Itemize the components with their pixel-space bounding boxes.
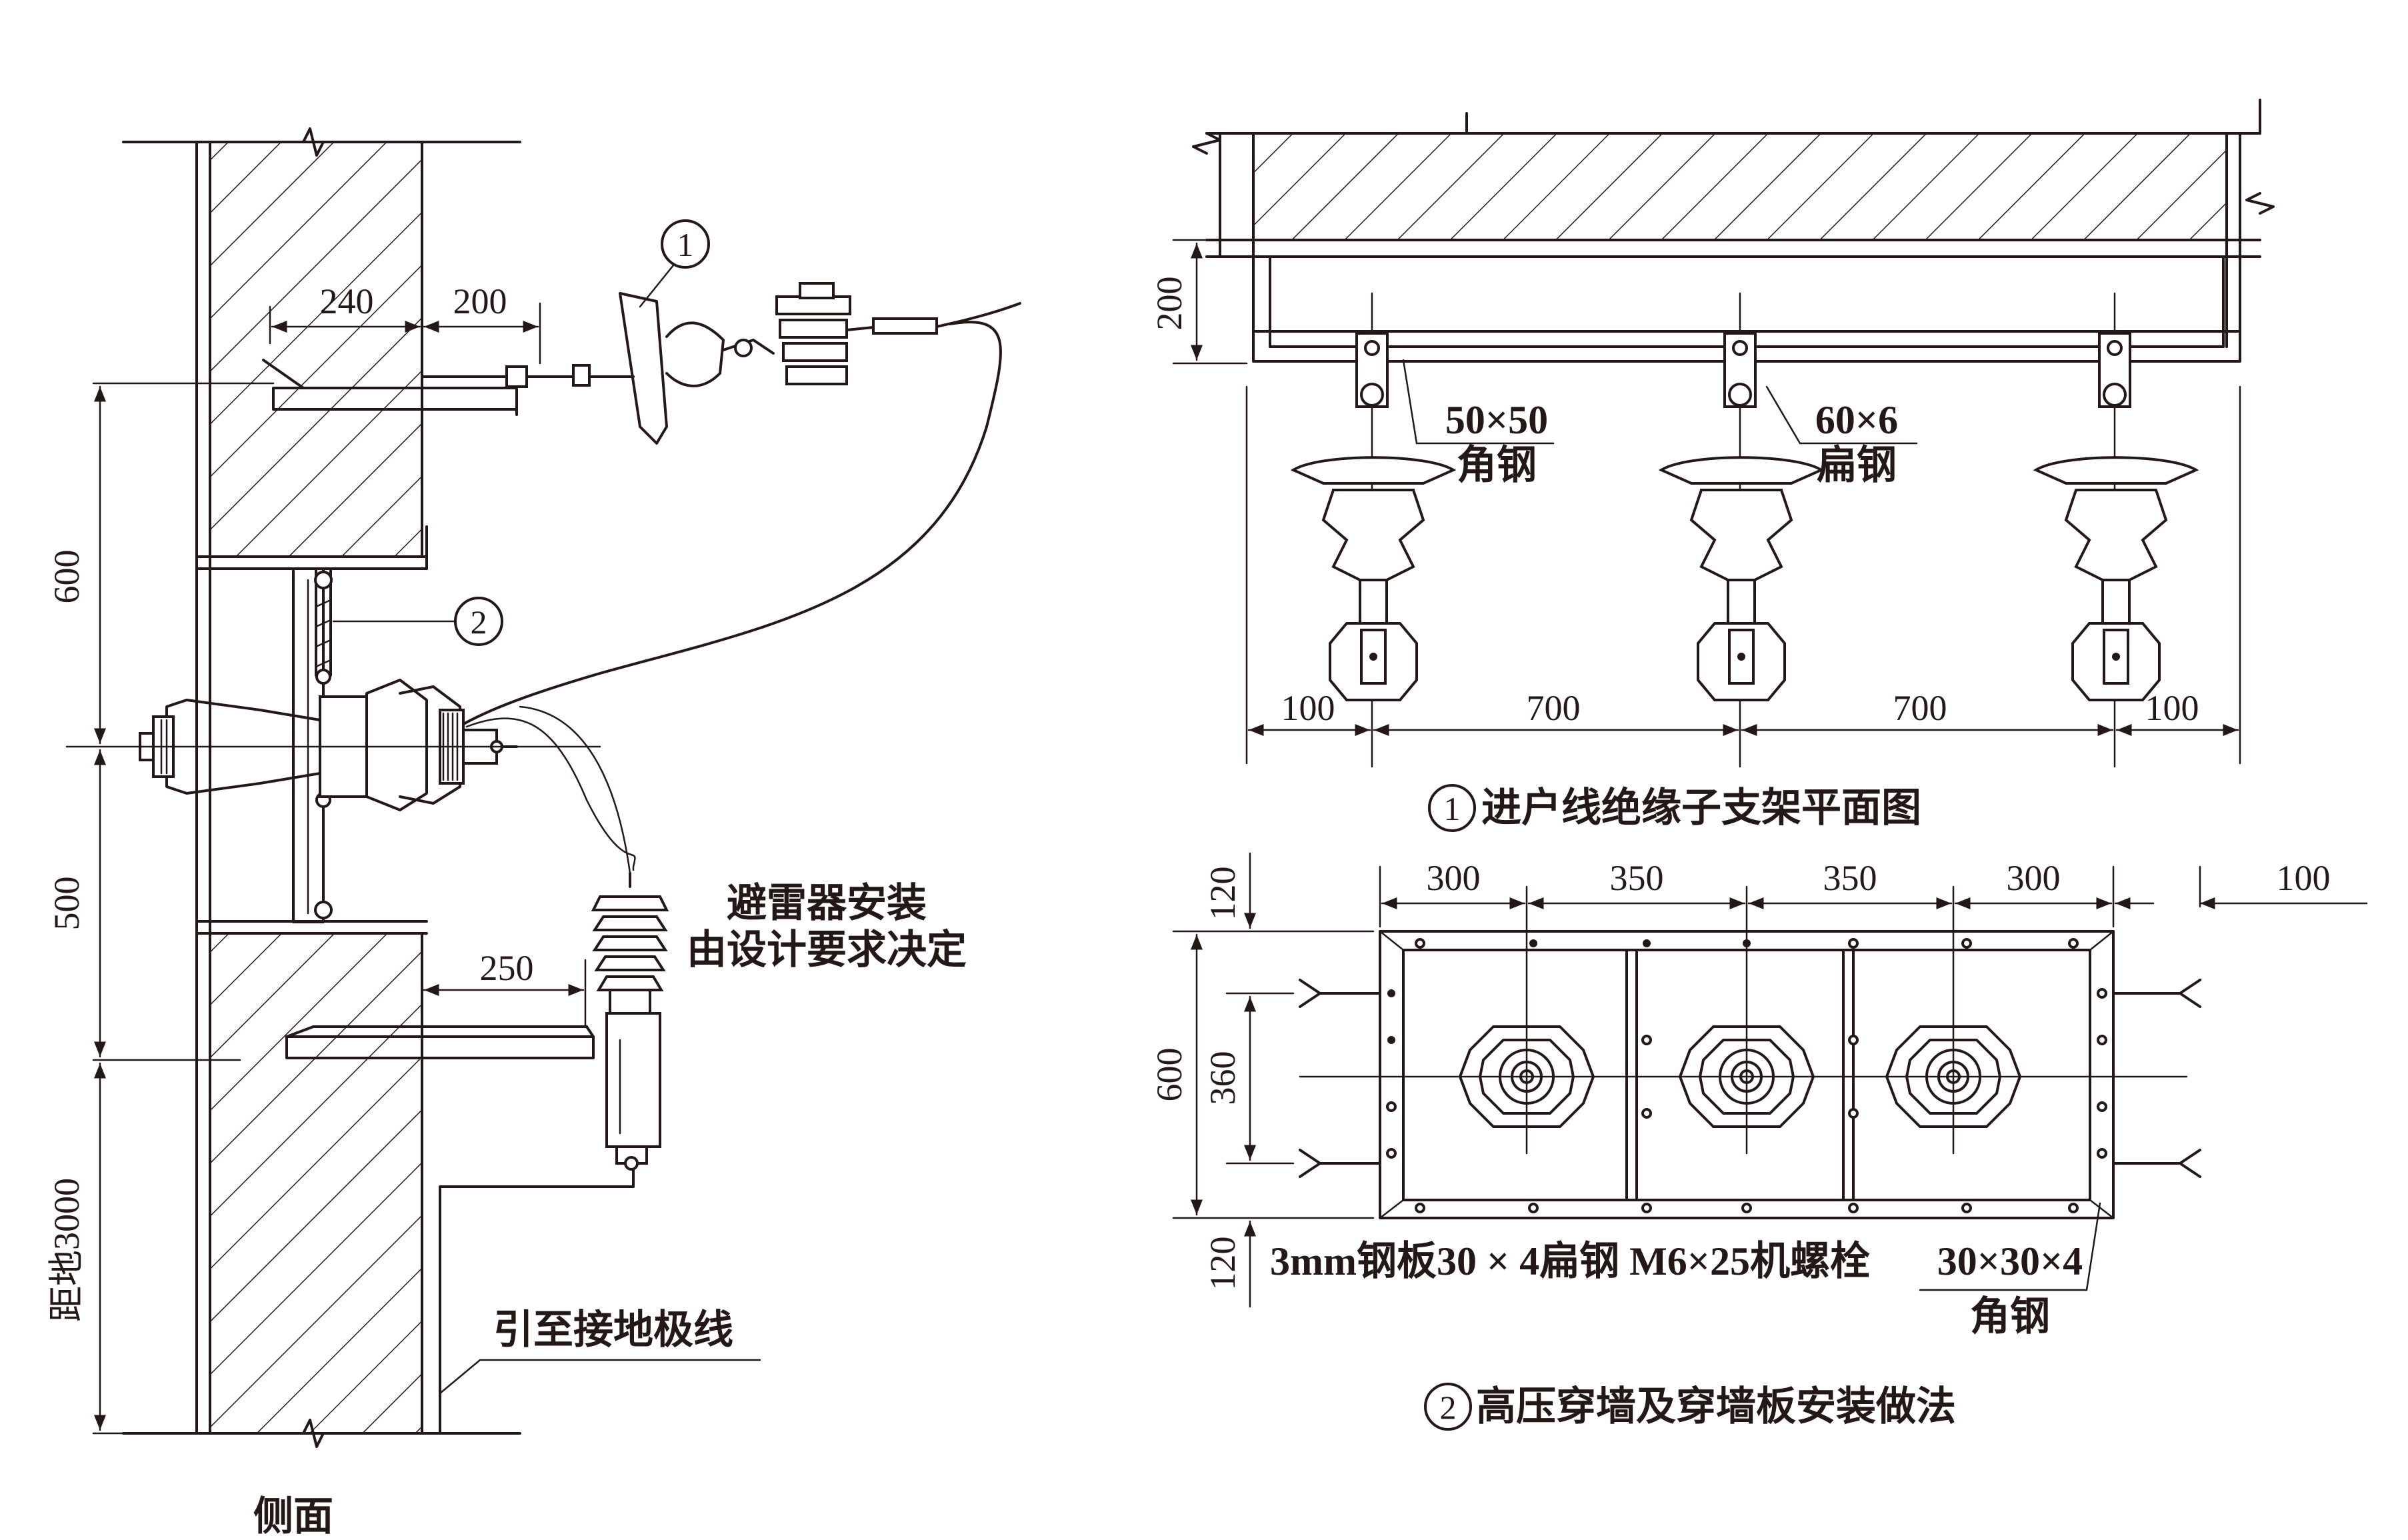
wall-plate-anchors [1299, 979, 2201, 1178]
lower-bracket [285, 1025, 595, 1059]
plan-dim-100-right: 100 [2145, 688, 2199, 728]
side-view-caption: 侧面 [253, 1495, 333, 1539]
ground-lead-label: 引至接地极线 [493, 1308, 733, 1352]
wp-dim-600: 600 [1149, 1048, 1189, 1102]
dim-500: 500 [47, 877, 87, 931]
wp-dim-120-bottom: 120 [1203, 1237, 1243, 1291]
angle-size: 30×30×4 [1937, 1239, 2083, 1283]
angle-label: 角钢 [1970, 1295, 2050, 1339]
wp-dim-120-top: 120 [1203, 867, 1243, 921]
wall-plate-bolts [1386, 938, 2107, 1213]
arrester-note-line2: 由设计要求决定 [687, 928, 967, 972]
plan-wall-hatch [1253, 133, 2227, 240]
wp-dim-360: 360 [1203, 1051, 1243, 1105]
angle-steel-size: 50×50 [1445, 398, 1548, 442]
callout-1: 1 [639, 219, 710, 308]
wall-plate-caption-text: 高压穿墙及穿墙板安装做法 [1476, 1385, 1956, 1429]
arrester-note-line1: 避雷器安装 [727, 881, 927, 925]
plan-dim-700-a: 700 [1527, 688, 1581, 728]
plan-dimensions [1172, 239, 2241, 765]
plan-insulator-left [1290, 292, 1457, 768]
plan-dim-200: 200 [1149, 277, 1189, 331]
dim-250: 250 [480, 948, 534, 988]
pin-insulator-side [452, 282, 1021, 731]
wp-dim-350-b: 350 [1823, 858, 1877, 898]
callout-2: 2 [332, 597, 503, 646]
wp-dim-350-a: 350 [1610, 858, 1664, 898]
ground-wire [439, 1162, 635, 1435]
wall-hatch-upper [210, 142, 422, 557]
wall-plate-dimensions [1172, 852, 2368, 1308]
flat-steel-leader [1765, 385, 1918, 445]
dim-200: 200 [453, 281, 507, 321]
plan-view: 50×50 角钢 60×6 扁钢 200 100 700 700 100 1 进… [1149, 99, 2275, 832]
plan-insulator-right [2033, 292, 2199, 768]
angle-steel-leader [1402, 359, 1555, 445]
svg-text:2: 2 [471, 603, 487, 641]
dim-600: 600 [47, 550, 87, 604]
plan-dim-100-left: 100 [1281, 688, 1335, 728]
angle-leader [1919, 1202, 2101, 1291]
plan-dim-700-b: 700 [1893, 688, 1947, 728]
wall-plate-caption-number: 2 [1440, 1389, 1457, 1426]
wall-plate-frame [1379, 930, 2115, 1219]
wall-plate-caption: 2 高压穿墙及穿墙板安装做法 [1424, 1383, 1956, 1431]
wp-dim-300-a: 300 [1427, 858, 1481, 898]
flat-steel-label: 扁钢 [1817, 443, 1897, 487]
wp-dim-100: 100 [2277, 858, 2331, 898]
dim-240: 240 [320, 281, 374, 321]
flat-steel-size: 60×6 [1815, 398, 1898, 442]
plan-caption-text: 进户线绝缘子支架平面图 [1481, 786, 1921, 830]
angle-steel-label: 角钢 [1457, 443, 1537, 487]
plan-insulator-center [1658, 292, 1825, 768]
wall-plate-view: 120 300 350 350 300 100 600 360 120 3mm钢… [1149, 852, 2368, 1431]
wall-hatch-lower [210, 933, 422, 1433]
svg-text:1: 1 [677, 226, 694, 263]
wp-dim-300-b: 300 [2007, 858, 2061, 898]
lightning-arrester [591, 872, 669, 1171]
dim-ground-height: 距地3000 [47, 1178, 87, 1322]
wall-outline [122, 127, 521, 1448]
side-dimensions [92, 302, 587, 1435]
side-view: 240 200 600 500 250 距地3000 1 2 避雷器安装 由设计… [47, 127, 1021, 1539]
plan-caption: 1 进户线绝缘子支架平面图 [1428, 784, 1921, 832]
ground-lead-leader [439, 1359, 761, 1395]
wall-plate-centerlines [1299, 885, 2188, 1155]
plan-caption-number: 1 [1444, 790, 1461, 827]
material-note: 3mm钢板30 × 4扁钢 M6×25机螺栓 [1270, 1239, 1870, 1283]
